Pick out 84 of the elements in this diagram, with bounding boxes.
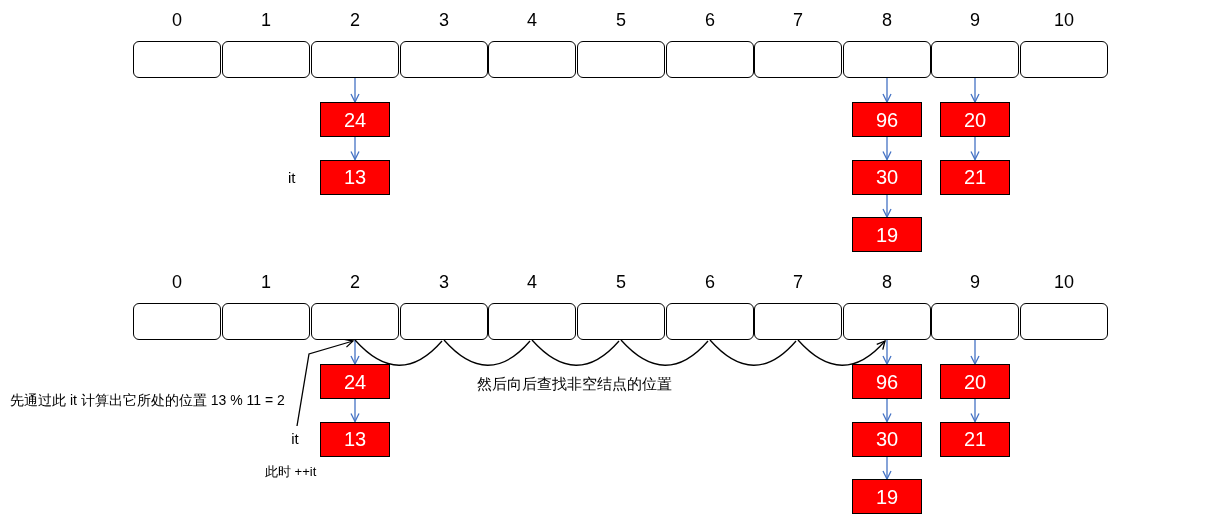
arrow [970,136,980,161]
bucket-box [400,41,488,78]
arrow [882,193,892,218]
arrow [350,398,360,423]
arrow [882,77,892,103]
bucket-box [843,41,931,78]
bucket-box [488,41,576,78]
index-number: 7 [792,9,804,32]
arrow [882,339,892,365]
bucket-box [133,41,221,78]
arrow [970,77,980,103]
connector-arc [354,339,443,366]
index-number: 3 [438,9,450,32]
index-number: 6 [704,271,716,294]
value-box: 13 [320,159,390,195]
bucket-box [1020,303,1108,340]
index-number: 9 [969,271,981,294]
index-number: 8 [881,271,893,294]
index-number: 10 [1053,9,1075,32]
arrow [970,398,980,423]
index-number: 5 [615,9,627,32]
arrow [350,339,360,365]
bucket-box [666,303,754,340]
index-number: 8 [881,9,893,32]
iterator-label: it [284,428,306,450]
bucket-box [577,303,665,340]
annotation-text: 然后向后查找非空结点的位置 [477,374,672,394]
annotation-text: 此时 ++it [265,463,317,481]
index-number: 3 [438,271,450,294]
value-box: 24 [320,102,390,137]
bucket-box [311,303,399,340]
index-number: 5 [615,271,627,294]
value-box: 30 [852,159,922,195]
value-box: 30 [852,421,922,457]
arrow [882,398,892,423]
bucket-box [1020,41,1108,78]
arrow [882,455,892,480]
bucket-box [843,303,931,340]
index-number: 6 [704,9,716,32]
arrow [350,136,360,161]
arrow [797,339,886,366]
index-number: 0 [171,271,183,294]
arrow [296,338,354,427]
index-number: 10 [1053,271,1075,294]
value-box: 21 [940,421,1010,457]
index-number: 4 [526,9,538,32]
bucket-box [400,303,488,340]
connector-arc [531,339,620,366]
iterator-label: it [288,167,296,188]
value-box: 20 [940,364,1010,399]
value-box: 19 [852,217,922,252]
index-number: 1 [260,271,272,294]
index-number: 9 [969,9,981,32]
arrow [970,339,980,365]
value-box: 20 [940,102,1010,137]
bucket-box [754,41,842,78]
bucket-box [222,303,310,340]
index-number: 2 [349,9,361,32]
annotation-text: 先通过此 it 计算出它所处的位置 13 % 11 = 2 [10,391,285,410]
index-number: 2 [349,271,361,294]
bucket-box [577,41,665,78]
value-box: 13 [320,421,390,457]
value-box: 19 [852,479,922,514]
bucket-box [754,303,842,340]
index-number: 4 [526,271,538,294]
arrow [882,136,892,161]
arrow [350,77,360,103]
bucket-box [311,41,399,78]
connector-arc [443,339,531,366]
bucket-box [222,41,310,78]
value-box: 24 [320,364,390,399]
value-box: 96 [852,364,922,399]
bucket-box [931,41,1019,78]
bucket-box [931,303,1019,340]
index-number: 1 [260,9,272,32]
value-box: 21 [940,159,1010,195]
bucket-box [666,41,754,78]
index-number: 0 [171,9,183,32]
connector-arc [620,339,709,366]
index-number: 7 [792,271,804,294]
bucket-box [488,303,576,340]
connector-arc [709,339,797,366]
value-box: 96 [852,102,922,137]
bucket-box [133,303,221,340]
